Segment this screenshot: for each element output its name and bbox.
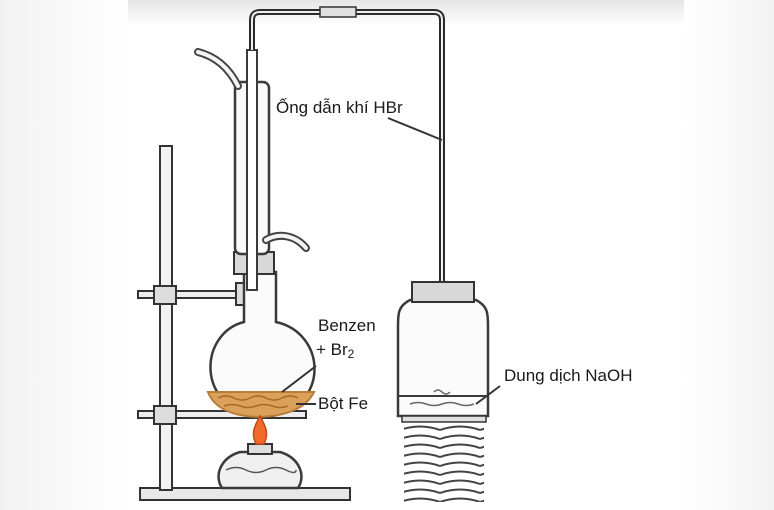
hbr-tube-label: Ống dẫn khí HBr [276, 98, 403, 117]
lower-clamp-ring [137, 405, 307, 425]
spring-stand [401, 415, 487, 502]
benzen-label: Benzen [318, 316, 376, 335]
br2-label: + Br2 [316, 340, 354, 364]
alcohol-burner [217, 414, 303, 490]
br2-label-text: + Br [316, 340, 348, 359]
naoh-bottle [396, 281, 490, 418]
br2-subscript: 2 [347, 347, 355, 361]
burner-flame [252, 414, 268, 445]
retort-stand [139, 145, 351, 501]
reflux-condenser [194, 48, 310, 291]
round-bottom-flask [206, 270, 316, 419]
leader-lines [281, 117, 501, 405]
fe-powder-label: Bột Fe [318, 394, 369, 413]
left-frame-shade [0, 0, 128, 510]
naoh-label: Dung dịch NaOH [504, 366, 633, 385]
bottle-stopper [411, 281, 475, 303]
right-frame-shade [684, 0, 774, 510]
hbr-gas-tube [249, 6, 445, 410]
